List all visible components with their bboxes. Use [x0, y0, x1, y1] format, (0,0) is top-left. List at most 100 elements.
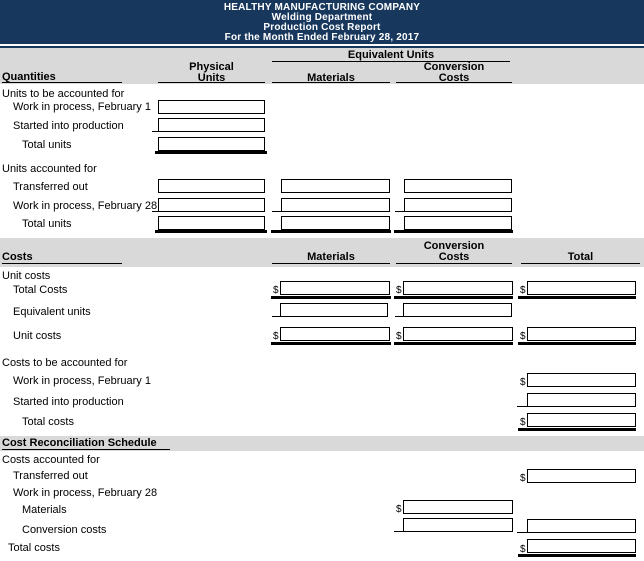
row-label-transferred-out: Transferred out — [13, 181, 88, 193]
dollar-sign: $ — [520, 377, 526, 388]
quantities-header-band — [0, 48, 644, 84]
costs-to-be-accounted-title: Costs to be accounted for — [2, 357, 128, 369]
dollar-sign: $ — [396, 285, 402, 296]
input-recon-transferred-out-total[interactable] — [527, 469, 636, 483]
conversion-underline — [396, 82, 512, 83]
input-transferred-out-physical[interactable] — [158, 179, 265, 193]
input-wip-feb1-physical[interactable] — [158, 100, 265, 114]
sum-rule — [395, 211, 405, 212]
input-recon-conversion-amount[interactable] — [403, 518, 513, 532]
conversion-header2-line2: Costs — [438, 251, 470, 263]
banner-bottom-rule — [0, 46, 644, 48]
input-wip-feb28-conversion[interactable] — [404, 198, 512, 212]
dollar-sign: $ — [396, 504, 402, 515]
input-unit-costs-conversion[interactable] — [403, 327, 513, 341]
dollar-sign: $ — [273, 285, 279, 296]
input-transferred-out-materials[interactable] — [281, 179, 390, 193]
equivalent-units-underline — [272, 61, 510, 62]
physical-units-header-line1: Physical — [189, 61, 234, 73]
total-rule — [394, 230, 513, 233]
total-header: Total — [567, 251, 594, 263]
input-total-units2-materials[interactable] — [281, 216, 390, 230]
sum-rule — [272, 211, 282, 212]
row-label-started: Started into production — [13, 120, 124, 132]
input-wip-feb28-physical[interactable] — [158, 198, 265, 212]
input-equivalent-units-materials[interactable] — [280, 303, 388, 317]
row-label-recon-total-costs: Total costs — [8, 542, 60, 554]
row-label-wip-feb1: Work in process, February 1 — [13, 101, 151, 113]
dollar-sign: $ — [520, 417, 526, 428]
total-rule — [518, 428, 636, 431]
row-label-total-costs: Total Costs — [13, 284, 68, 296]
report-header-banner: HEALTHY MANUFACTURING COMPANY Welding De… — [0, 0, 644, 44]
materials-header: Materials — [307, 72, 355, 84]
costs-heading-underline — [2, 263, 122, 264]
dollar-sign: $ — [273, 331, 279, 342]
conversion-header2-line1: Conversion — [423, 240, 485, 252]
dollar-sign: $ — [520, 544, 526, 555]
total-rule — [271, 230, 391, 233]
total-rule — [518, 296, 636, 299]
input-unit-costs-materials[interactable] — [280, 327, 390, 341]
conversion-header-line2: Costs — [438, 72, 470, 84]
units-accounted-title: Units accounted for — [2, 163, 97, 175]
sum-rule — [152, 211, 159, 212]
report-title: Production Cost Report — [263, 22, 381, 33]
dollar-sign: $ — [520, 473, 526, 484]
input-recon-wip-feb28-total[interactable] — [527, 519, 636, 533]
reconciliation-heading: Cost Reconciliation Schedule — [2, 437, 157, 449]
input-total-costs-conversion[interactable] — [403, 281, 513, 295]
reconciliation-heading-underline — [2, 449, 170, 450]
dollar-sign: $ — [520, 285, 526, 296]
conversion-header-line1: Conversion — [423, 61, 485, 73]
row-label-total-units-1: Total units — [22, 139, 72, 151]
reconciliation-header-band — [0, 436, 644, 451]
total-rule — [394, 342, 513, 345]
row-label-costs-total: Total costs — [22, 416, 74, 428]
input-recon-total-costs[interactable] — [527, 539, 636, 553]
input-total-units-physical[interactable] — [158, 137, 265, 151]
input-transferred-out-conversion[interactable] — [404, 179, 512, 193]
input-wip-feb28-materials[interactable] — [281, 198, 390, 212]
row-label-wip-feb28: Work in process, February 28 — [13, 200, 158, 212]
costs-heading: Costs — [2, 251, 33, 263]
total-rule — [271, 296, 391, 299]
sum-rule — [395, 316, 404, 317]
input-unit-costs-total[interactable] — [527, 327, 636, 341]
row-label-total-units-2: Total units — [22, 218, 72, 230]
total-rule — [271, 342, 391, 345]
total-rule — [394, 296, 513, 299]
sum-rule — [272, 316, 281, 317]
input-total-units2-conversion[interactable] — [404, 216, 512, 230]
costs-accounted-title: Costs accounted for — [2, 454, 100, 466]
row-label-unit-costs: Unit costs — [13, 330, 62, 342]
quantities-heading-underline — [2, 82, 122, 83]
unit-costs-title: Unit costs — [2, 270, 51, 282]
total-rule — [155, 230, 267, 233]
total-rule — [155, 151, 267, 154]
physical-units-header-line2: Units — [197, 72, 226, 84]
physical-units-underline — [158, 82, 265, 83]
department-name: Welding Department — [271, 12, 373, 23]
units-to-be-accounted-title: Units to be accounted for — [2, 88, 125, 100]
input-total-costs-total[interactable] — [527, 281, 636, 295]
input-costs-total[interactable] — [527, 413, 636, 427]
sum-rule — [394, 531, 404, 532]
total-rule — [518, 342, 636, 345]
materials-header2: Materials — [307, 251, 355, 263]
report-period: For the Month Ended February 28, 2017 — [224, 32, 420, 43]
row-label-costs-started: Started into production — [13, 396, 124, 408]
conversion-underline2 — [396, 263, 512, 264]
costs-header-band — [0, 238, 644, 267]
input-costs-started-total[interactable] — [527, 393, 636, 407]
input-started-physical[interactable] — [158, 118, 265, 132]
input-costs-wip-feb1-total[interactable] — [527, 373, 636, 387]
input-total-costs-materials[interactable] — [280, 281, 390, 295]
input-recon-materials-amount[interactable] — [403, 500, 513, 514]
dollar-sign: $ — [396, 331, 402, 342]
row-label-recon-wip-feb28: Work in process, February 28 — [13, 487, 158, 499]
input-equivalent-units-conversion[interactable] — [403, 303, 512, 317]
input-total-units2-physical[interactable] — [158, 216, 265, 230]
row-label-recon-conversion: Conversion costs — [22, 524, 107, 536]
